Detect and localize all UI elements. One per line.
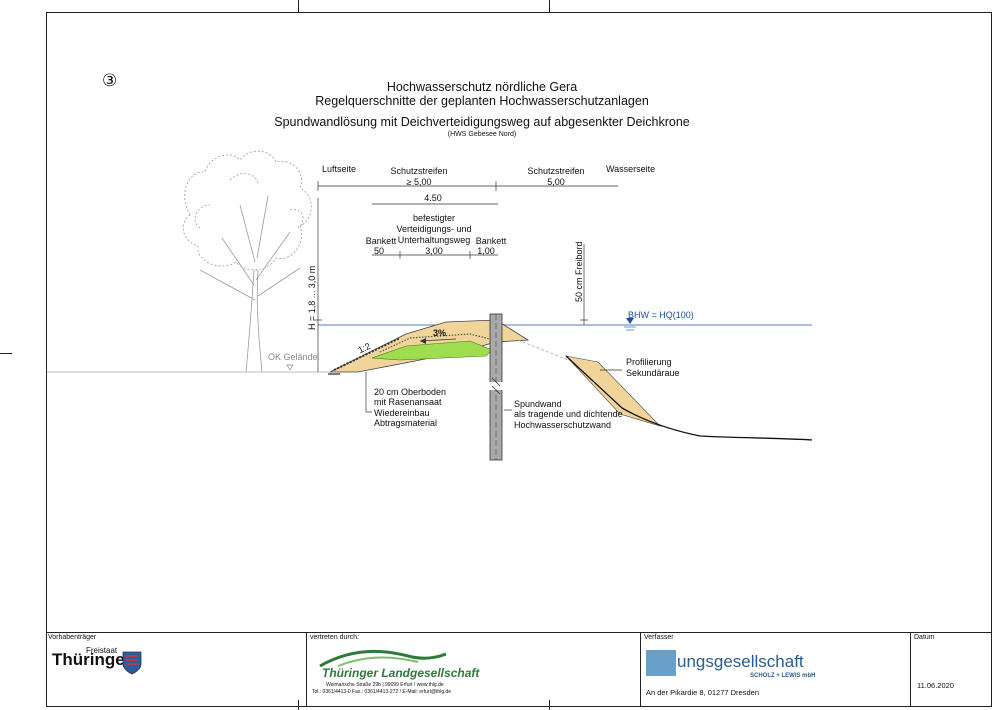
planungsgesellschaft-address: An der Pikardie 8, 01277 Dresden <box>646 688 759 697</box>
label-oberboden-4: Abtragsmaterial <box>374 418 438 428</box>
trim-mark <box>298 700 299 710</box>
drawing-number: ③ <box>102 71 118 90</box>
title-line-1: Hochwasserschutz nördliche Gera <box>386 80 578 94</box>
title-block-divider <box>910 632 911 707</box>
label-vertreten: vertreten durch: <box>310 634 360 641</box>
label-height: H = 1,8 ... 3,0 m <box>307 265 317 330</box>
landgesellschaft-address-1: Weimarische Straße 29b | 99099 Erfurt / … <box>326 682 444 688</box>
label-schutzstreifen-right: Schutzstreifen <box>527 166 585 176</box>
label-datum: Datum <box>914 634 935 641</box>
label-profil-2: Sekundäraue <box>626 368 680 378</box>
label-verfasser: Verfasser <box>644 634 674 641</box>
value-schutzstreifen-left: ≥ 5,00 <box>406 177 432 187</box>
title-block-divider <box>306 632 307 707</box>
value-weg-width: 3,00 <box>425 246 443 256</box>
label-spundwand-1: Spundwand <box>514 399 562 409</box>
label-oberboden-2: mit Rasenansaat <box>374 397 442 407</box>
trim-mark <box>298 0 299 12</box>
planungsgesellschaft-logo-block <box>646 650 676 676</box>
subtitle-note: (HWS Gebesee Nord) <box>447 131 517 138</box>
label-profil-1: Profilierung <box>626 357 672 367</box>
coat-of-arms-icon <box>122 651 142 675</box>
label-freibord: 50 cm Freibord <box>574 241 584 302</box>
trim-mark <box>549 700 550 710</box>
value-schutzstreifen-right: 5,00 <box>547 177 565 187</box>
drawing-frame <box>46 12 992 707</box>
label-spundwand-2: als tragende und dichtende <box>514 409 623 419</box>
label-spundwand-3: Hochwasserschutzwand <box>514 420 612 430</box>
landgesellschaft-logo-icon <box>319 649 447 668</box>
secondary-floodplain-fill <box>565 355 662 427</box>
thueringen-logo-text: Thüringen <box>52 650 136 669</box>
label-vorhabentraeger: Vorhabenträger <box>48 634 97 641</box>
label-oberboden-3: Wiedereinbau <box>374 408 430 418</box>
label-bhw: BHW = HQ(100) <box>628 310 694 320</box>
value-bankett-right: 1,00 <box>477 246 495 256</box>
label-wasserseite: Wasserseite <box>606 164 656 174</box>
label-oberboden-1: 20 cm Oberboden <box>374 387 447 397</box>
date-value: 11.06.2020 <box>917 681 954 690</box>
planungsgesellschaft-name: ungsgesellschaft <box>677 652 804 671</box>
landgesellschaft-address-2: Tel.: 0361/4413-0 Fax.: 0361/4413-272 / … <box>312 689 452 695</box>
trim-mark <box>0 353 12 354</box>
freistaat-text: Freistaat <box>86 646 118 655</box>
tree-illustration <box>182 150 312 373</box>
landgesellschaft-name: Thüringer Landgesellschaft <box>322 666 480 680</box>
title-line-2: Regelquerschnitte der geplanten Hochwass… <box>315 94 649 108</box>
title-block-divider <box>640 632 641 707</box>
label-ok-gelaende: OK Gelände <box>268 352 318 362</box>
label-luftseite: Luftseite <box>322 164 357 174</box>
subtitle: Spundwandlösung mit Deichverteidigungswe… <box>274 115 690 129</box>
trim-mark <box>549 0 550 12</box>
value-bankett-left: 50 <box>373 246 385 256</box>
label-weg-1: befestigter <box>412 213 456 223</box>
label-weg-2: Verteidigungs- und <box>396 224 472 234</box>
planungsgesellschaft-sub: SCHOLZ + LEWIS mbH <box>750 673 816 679</box>
label-bankett-right: Bankett <box>475 236 507 246</box>
label-bankett-left: Bankett <box>365 236 397 246</box>
label-weg-3: Unterhaltungsweg <box>397 235 471 245</box>
label-schutzstreifen-left: Schutzstreifen <box>390 166 448 176</box>
title-block-top-line <box>46 632 992 633</box>
value-crest-width: 4.50 <box>424 193 442 203</box>
label-gefaelle: 3% <box>433 328 447 338</box>
